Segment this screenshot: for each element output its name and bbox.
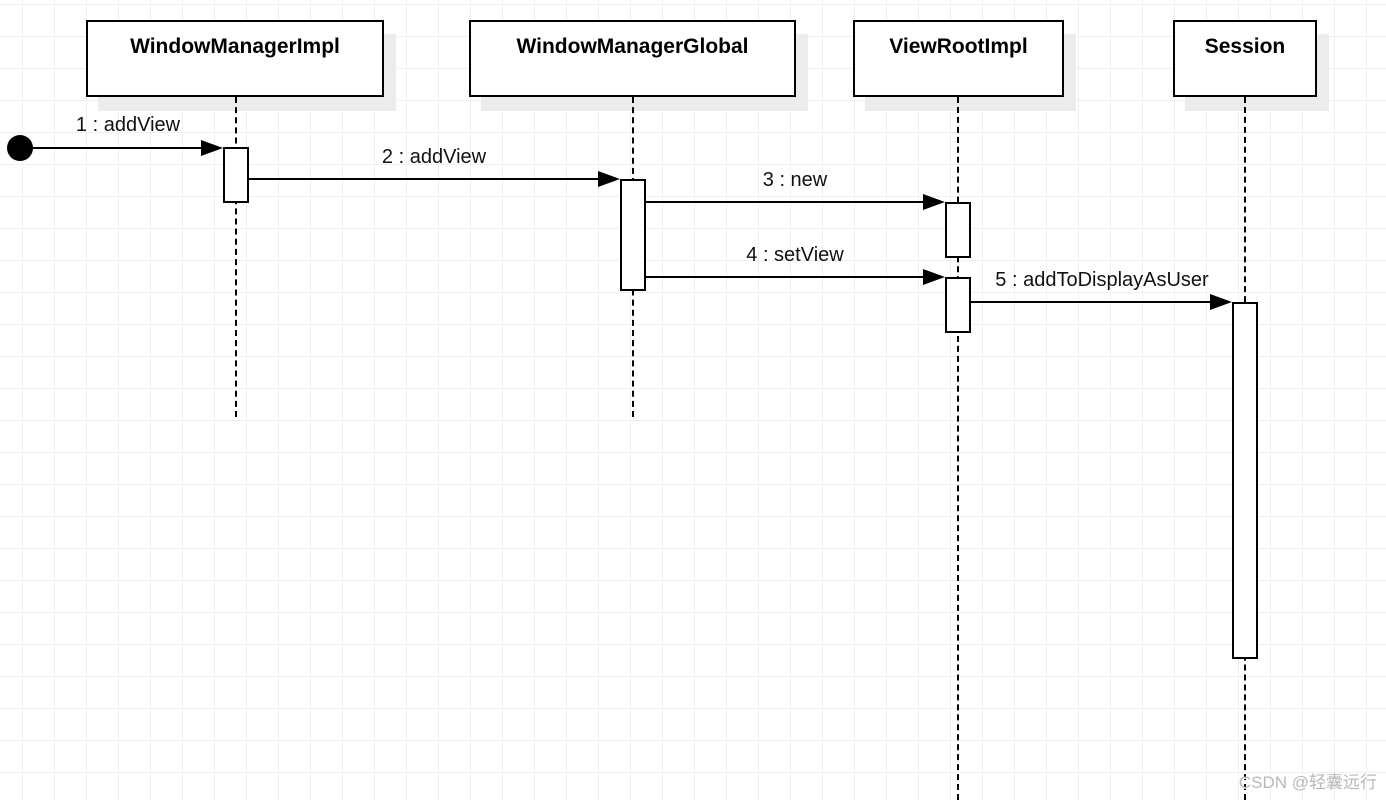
message-label-1: 1 : addView [75, 114, 181, 136]
message-line-5 [971, 301, 1214, 303]
activation-session [1232, 302, 1258, 659]
lifeline-viewrootimpl [957, 97, 959, 800]
activation-viewrootimpl-2 [945, 277, 971, 333]
activation-windowmanagerglobal [620, 179, 646, 291]
lifeline-windowmanagerimpl [235, 97, 237, 417]
message-line-3 [646, 201, 927, 203]
message-label-4: 4 : setView [746, 244, 844, 266]
message-line-4 [646, 276, 927, 278]
lifeline-name: ViewRootImpl [889, 35, 1028, 58]
message-label-2: 2 : addView [381, 146, 487, 168]
message-line-2 [249, 178, 602, 180]
arrowhead-icon [1210, 294, 1232, 310]
lifeline-header-windowmanagerglobal: WindowManagerGlobal [469, 20, 796, 97]
activation-viewrootimpl-1 [945, 202, 971, 258]
message-line-1 [33, 147, 205, 149]
lifeline-header-session: Session [1173, 20, 1317, 97]
arrowhead-icon [598, 171, 620, 187]
arrowhead-icon [923, 269, 945, 285]
message-label-5: 5 : addToDisplayAsUser [995, 269, 1209, 291]
lifeline-name: Session [1204, 35, 1286, 58]
csdn-watermark: CSDN @轻囊远行 [1238, 773, 1377, 792]
initial-node-circle [7, 135, 33, 161]
activation-windowmanagerimpl [223, 147, 249, 203]
lifeline-header-viewrootimpl: ViewRootImpl [853, 20, 1064, 97]
arrowhead-icon [923, 194, 945, 210]
arrowhead-icon [201, 140, 223, 156]
lifeline-header-windowmanagerimpl: WindowManagerImpl [86, 20, 384, 97]
message-label-3: 3 : new [762, 169, 828, 191]
lifeline-name: WindowManagerImpl [130, 35, 340, 58]
lifeline-name: WindowManagerGlobal [516, 35, 749, 58]
